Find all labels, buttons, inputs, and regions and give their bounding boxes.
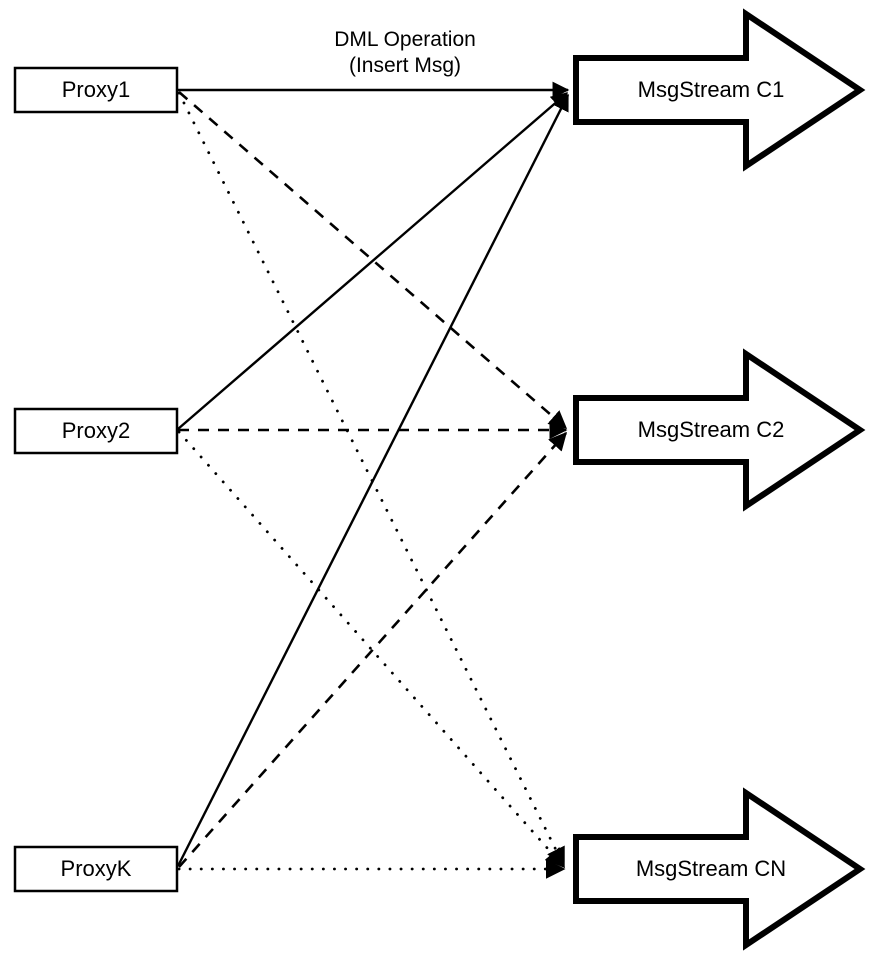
stream-c2-arrow-shape[interactable]	[573, 348, 866, 512]
stream-c1-label: MsgStream C1	[638, 77, 785, 102]
edge-proxyk-to-stream-c2	[178, 431, 567, 868]
proxy-nodes: Proxy1 Proxy2 ProxyK	[13, 66, 179, 893]
node-proxy1[interactable]: Proxy1	[13, 66, 179, 114]
proxy1-label: Proxy1	[62, 77, 130, 102]
node-proxyk[interactable]: ProxyK	[13, 845, 179, 893]
stream-c1-arrow-shape[interactable]	[573, 8, 866, 172]
stream-cn-label: MsgStream CN	[636, 856, 786, 881]
edge-proxy1-to-stream-cn	[177, 91, 566, 868]
proxyk-box[interactable]	[13, 845, 179, 893]
node-stream-c2[interactable]: MsgStream C2	[573, 348, 866, 512]
node-stream-cn[interactable]: MsgStream CN	[573, 787, 866, 951]
edge-label-dml-operation: DML Operation (Insert Msg)	[334, 28, 476, 77]
node-stream-c1[interactable]: MsgStream C1	[573, 8, 866, 172]
edge-proxy1-to-stream-c2	[178, 91, 568, 429]
stream-c2-label: MsgStream C2	[638, 417, 785, 442]
node-proxy2[interactable]: Proxy2	[13, 407, 179, 455]
edge-label-line2: (Insert Msg)	[349, 54, 461, 77]
edge-proxy2-to-stream-c1	[177, 92, 569, 430]
proxyk-label: ProxyK	[61, 856, 132, 881]
edge-label-line1: DML Operation	[334, 28, 476, 51]
proxy1-box[interactable]	[13, 66, 179, 114]
proxy2-box[interactable]	[13, 407, 179, 455]
proxy2-label: Proxy2	[62, 418, 130, 443]
edge-proxyk-to-stream-c1	[176, 93, 570, 867]
stream-cn-arrow-shape[interactable]	[573, 787, 866, 951]
msgstream-nodes: MsgStream C1 MsgStream C2 MsgStream CN	[573, 8, 866, 951]
connection-layer	[176, 81, 570, 879]
